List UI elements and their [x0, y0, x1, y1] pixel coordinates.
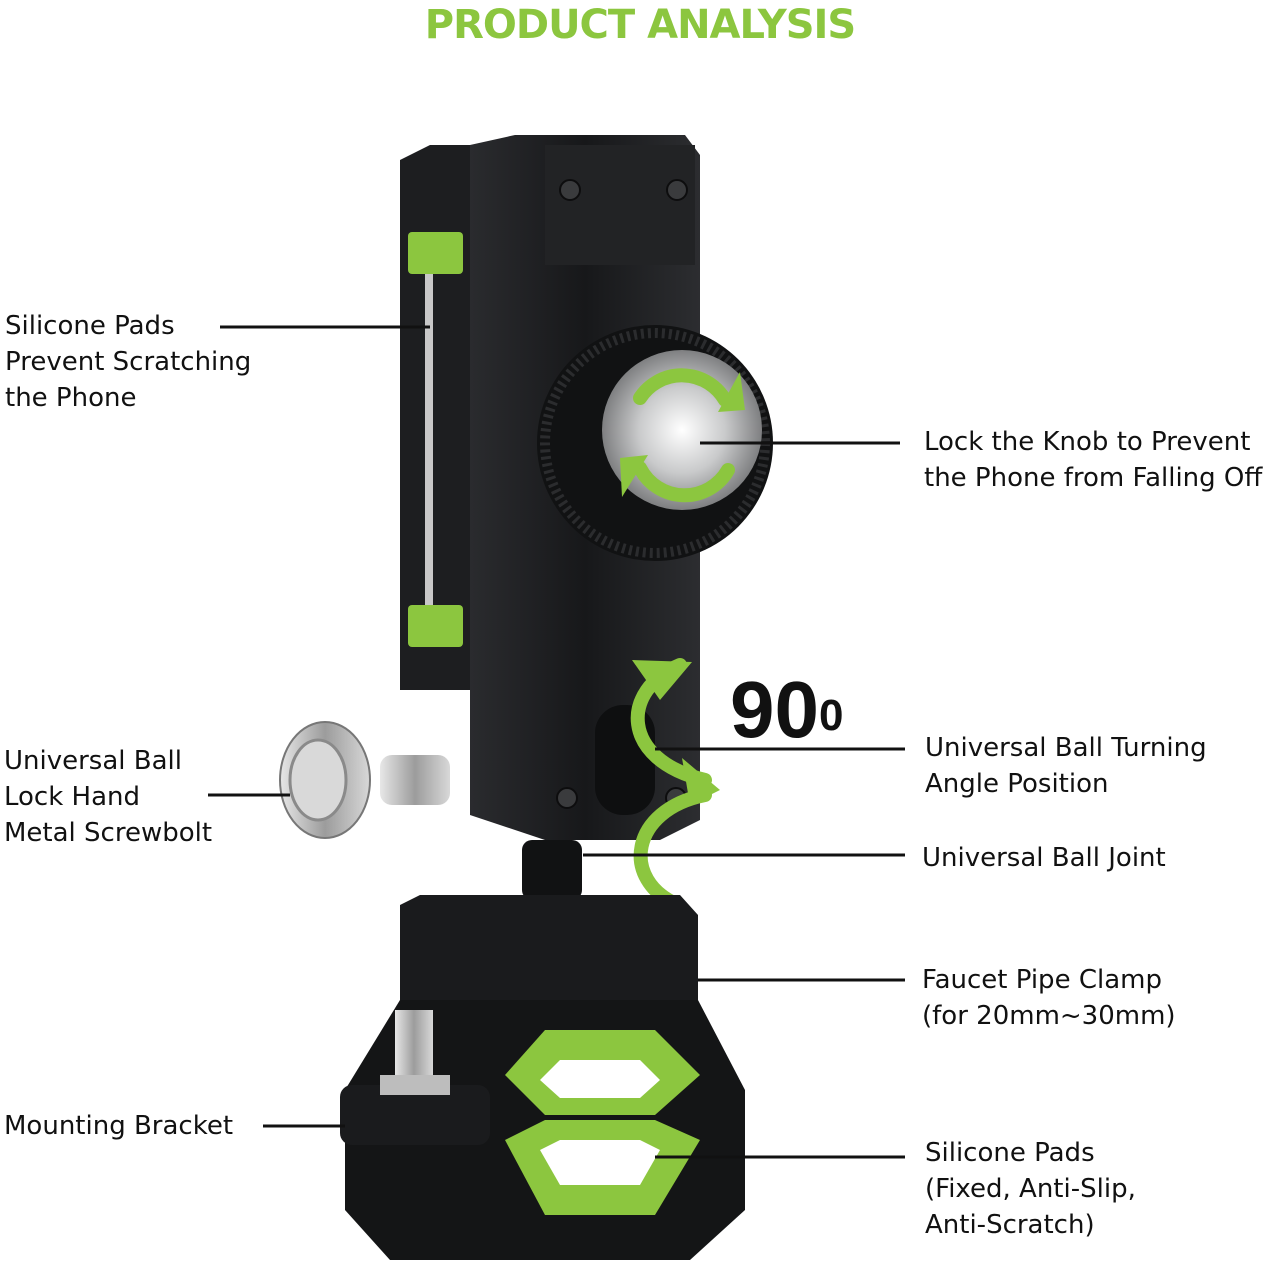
turning-angle-value: 900: [730, 665, 843, 755]
ball-slot: [595, 705, 655, 815]
label-pipe-clamp: Faucet Pipe Clamp (for 20mm~30mm): [922, 965, 1176, 1031]
silicone-pad-top: [408, 232, 463, 274]
metal-screwbolt: [279, 721, 450, 839]
ball-joint: [522, 840, 582, 900]
rotate-arrows-icon: [633, 368, 735, 503]
connector-lines: [208, 325, 905, 1159]
page-title: PRODUCT ANALYSIS: [424, 2, 856, 48]
label-silicone-pads-phone: Silicone Pads Prevent Scratching the Pho…: [5, 311, 252, 413]
screw-icon: [556, 787, 578, 809]
label-mounting-bracket: Mounting Bracket: [4, 1111, 234, 1141]
label-ball-joint: Universal Ball Joint: [922, 843, 1166, 873]
angle-number: 90: [730, 665, 819, 754]
silicone-pad-bottom: [408, 605, 463, 647]
label-silicone-pads-fixed: Silicone Pads (Fixed, Anti-Slip, Anti-Sc…: [925, 1138, 1136, 1240]
lock-knob: [537, 325, 773, 561]
angle-unit: 0: [818, 691, 844, 740]
screw-icon: [559, 179, 581, 201]
holder-left-arm: [400, 145, 470, 690]
label-ball-turning-angle: Universal Ball Turning Angle Position: [925, 733, 1207, 799]
mounting-bracket: [340, 1010, 490, 1145]
label-ball-lock-screwbolt: Universal Ball Lock Hand Metal Screwbolt: [4, 746, 213, 848]
label-lock-knob: Lock the Knob to Prevent the Phone from …: [924, 427, 1263, 493]
pipe-clamp: [345, 895, 745, 1260]
screw-icon: [666, 179, 688, 201]
